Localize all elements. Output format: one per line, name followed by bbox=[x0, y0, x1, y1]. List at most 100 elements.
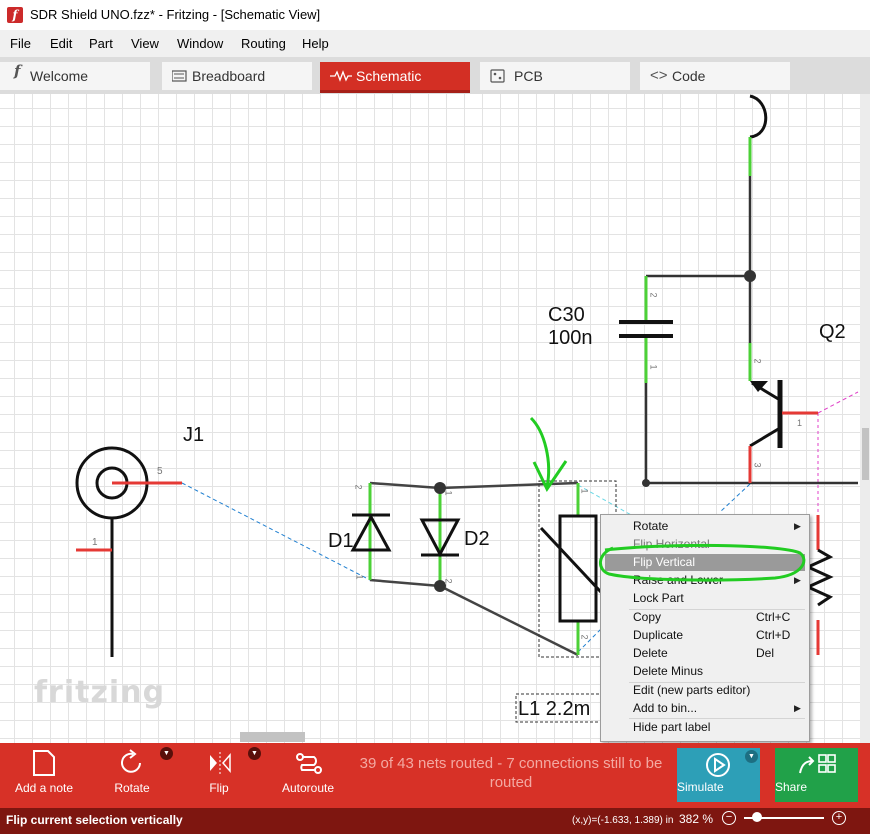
tab-breadboard[interactable]: Breadboard bbox=[162, 62, 312, 90]
schematic-wave-icon bbox=[330, 62, 352, 100]
ratsnest-line bbox=[719, 483, 751, 513]
menu-help[interactable]: Help bbox=[302, 36, 329, 51]
vertical-scrollbar[interactable] bbox=[860, 94, 870, 743]
menu-item-flip-vertical[interactable]: Flip Vertical bbox=[633, 555, 696, 569]
menu-item-delete[interactable]: Delete bbox=[633, 646, 668, 660]
pin-number: 1 bbox=[354, 574, 365, 580]
flip-button[interactable]: Flip bbox=[195, 743, 243, 808]
part-label-d1[interactable]: D1 bbox=[328, 530, 354, 552]
tab-welcome[interactable]: f Welcome bbox=[0, 62, 150, 90]
pin-number: 2 bbox=[579, 634, 590, 640]
menu-item-add-to-bin[interactable]: Add to bin... bbox=[633, 701, 698, 715]
zoom-level: 382 % bbox=[679, 812, 714, 826]
part-context-menu: Rotate ▶ Flip Horizontal Flip Vertical R… bbox=[600, 514, 810, 742]
tab-label: Schematic bbox=[356, 68, 422, 84]
simulate-dropdown-icon[interactable]: ▼ bbox=[745, 750, 758, 763]
menu-highlight bbox=[605, 554, 805, 571]
menu-routing[interactable]: Routing bbox=[241, 36, 286, 51]
pin-number: 2 bbox=[443, 578, 454, 584]
submenu-arrow-icon: ▶ bbox=[794, 703, 801, 713]
rotate-icon bbox=[121, 749, 141, 773]
flip-label: Flip bbox=[209, 781, 229, 795]
fritzing-watermark: fritzing bbox=[34, 675, 166, 710]
pcb-icon bbox=[490, 62, 506, 100]
schematic-canvas[interactable]: 5 1 2 1 1 2 1 2 2 1 2 1 3 J1 D1 D2 C30 1… bbox=[0, 94, 860, 743]
share-button[interactable]: Share bbox=[775, 748, 858, 802]
tab-label: PCB bbox=[514, 68, 543, 84]
zoom-in-icon[interactable]: + bbox=[832, 811, 846, 825]
part-label-l1[interactable]: L1 2.2m bbox=[518, 698, 591, 720]
pin-number: 3 bbox=[752, 462, 763, 468]
part-value-c30[interactable]: 100n bbox=[548, 327, 593, 349]
menu-separator bbox=[629, 682, 805, 683]
flip-dropdown-icon[interactable]: ▼ bbox=[248, 747, 261, 760]
rotate-button[interactable]: Rotate bbox=[100, 743, 164, 808]
menu-item-lock-part[interactable]: Lock Part bbox=[633, 591, 684, 605]
tab-label: Welcome bbox=[30, 68, 89, 84]
autoroute-icon bbox=[296, 753, 322, 774]
menu-window[interactable]: Window bbox=[177, 36, 224, 51]
menu-item-duplicate[interactable]: Duplicate bbox=[633, 628, 684, 642]
play-icon bbox=[706, 753, 730, 777]
share-icon bbox=[799, 754, 836, 774]
fritzing-app-icon[interactable]: f bbox=[7, 7, 23, 23]
add-note-button[interactable]: Add a note bbox=[8, 743, 80, 808]
part-label-d2[interactable]: D2 bbox=[464, 528, 490, 550]
pin-number: 2 bbox=[752, 358, 763, 364]
simulate-label: Simulate bbox=[677, 780, 724, 794]
menu-part[interactable]: Part bbox=[89, 36, 113, 51]
tab-label: Breadboard bbox=[192, 68, 266, 84]
rotate-label: Rotate bbox=[114, 781, 150, 795]
menu-view[interactable]: View bbox=[131, 36, 159, 51]
menu-separator bbox=[629, 718, 805, 719]
pin-number: 2 bbox=[648, 292, 659, 298]
menu-file[interactable]: File bbox=[10, 36, 31, 51]
ratsnest-line bbox=[181, 482, 371, 581]
annotation-highlight-ellipse bbox=[599, 543, 806, 582]
zoom-slider-handle[interactable] bbox=[752, 812, 762, 822]
shortcut-copy: Ctrl+C bbox=[756, 610, 791, 624]
d2-diode bbox=[419, 518, 461, 558]
top-coil bbox=[749, 94, 768, 139]
title-bar bbox=[0, 0, 870, 30]
add-note-label: Add a note bbox=[14, 781, 74, 795]
menu-item-delete-minus[interactable]: Delete Minus bbox=[633, 664, 704, 678]
autoroute-button[interactable]: Autoroute bbox=[276, 743, 340, 808]
part-label-j1[interactable]: J1 bbox=[183, 424, 205, 446]
flip-icon bbox=[210, 752, 231, 774]
part-label-c30[interactable]: C30 bbox=[548, 304, 585, 326]
menu-item-rotate[interactable]: Rotate bbox=[633, 519, 669, 533]
horizontal-scroll-thumb[interactable] bbox=[240, 732, 305, 742]
zoom-slider[interactable] bbox=[744, 817, 824, 819]
l1-body bbox=[558, 514, 598, 623]
share-label: Share bbox=[775, 780, 808, 794]
status-message: Flip current selection vertically bbox=[6, 813, 183, 827]
vertical-scroll-thumb[interactable] bbox=[862, 428, 869, 480]
rotate-dropdown-icon[interactable]: ▼ bbox=[160, 747, 173, 760]
part-label-q2[interactable]: Q2 bbox=[819, 321, 846, 343]
tab-code[interactable]: <> Code bbox=[640, 62, 790, 90]
fritzing-f-icon: f bbox=[14, 62, 21, 80]
pin-number: 1 bbox=[797, 418, 803, 428]
d1-diode bbox=[350, 513, 392, 552]
pin-number: 2 bbox=[353, 484, 364, 490]
shortcut-delete: Del bbox=[756, 646, 775, 660]
zoom-out-icon[interactable]: − bbox=[722, 811, 736, 825]
breadboard-icon bbox=[171, 62, 187, 100]
menu-item-copy[interactable]: Copy bbox=[633, 610, 662, 624]
ratsnest-line bbox=[817, 391, 859, 414]
tab-pcb[interactable]: PCB bbox=[480, 62, 630, 90]
pin-number: 1 bbox=[92, 537, 98, 548]
pin-number: 5 bbox=[157, 466, 163, 477]
tab-schematic[interactable]: Schematic bbox=[320, 62, 470, 93]
menu-edit[interactable]: Edit bbox=[50, 36, 73, 51]
menu-separator bbox=[629, 609, 805, 610]
menu-bar bbox=[0, 30, 870, 57]
autoroute-label: Autoroute bbox=[281, 781, 335, 795]
pin-number: 1 bbox=[648, 364, 659, 370]
menu-item-edit-parts-editor[interactable]: Edit (new parts editor) bbox=[633, 683, 751, 697]
menu-item-hide-part-label[interactable]: Hide part label bbox=[633, 720, 711, 734]
submenu-arrow-icon: ▶ bbox=[794, 521, 801, 531]
j1-connector bbox=[75, 446, 182, 657]
window-title: SDR Shield UNO.fzz* - Fritzing - [Schema… bbox=[30, 7, 321, 22]
